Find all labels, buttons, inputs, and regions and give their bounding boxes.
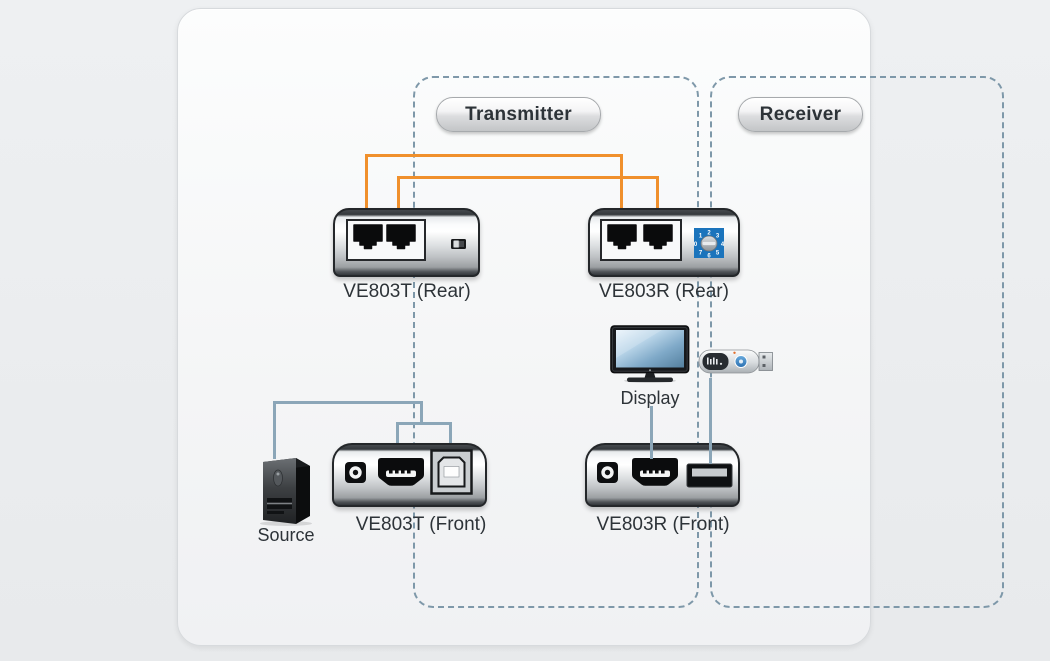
power-jack-icon [345,462,366,483]
display-monitor-icon [610,325,690,388]
ve803t-front-device [332,443,487,507]
ve803r-rear-panel: 0 1 2 3 4 5 6 7 [600,219,725,261]
display-label: Display [620,388,680,408]
usb-flash-drive-icon [698,346,774,383]
svg-text:4: 4 [721,242,725,248]
svg-text:1: 1 [699,234,703,240]
svg-text:0: 0 [694,242,698,248]
hdmi-port-icon [632,458,678,486]
receiver-badge: Receiver [738,97,863,132]
usb-drive-cable [709,378,712,464]
cable-segment [365,154,368,214]
source-label: Source [257,525,315,545]
ve803r-front-panel [597,458,733,488]
ve803r-front-label: VE803R (Front) [596,514,730,535]
ve803r-rear-device: 0 1 2 3 4 5 6 7 [588,208,740,277]
rotary-switch-icon: 0 1 2 3 4 5 6 7 [694,228,725,260]
ve803r-front-device [585,443,740,507]
ve803t-rear-device [333,208,480,277]
cable-segment [620,154,623,214]
transmitter-zone [413,76,699,608]
ve803t-front-panel [345,449,473,495]
power-jack-icon [597,462,618,483]
cable-segment [273,401,276,459]
cable-segment [397,176,400,214]
hdmi-port-icon [378,458,424,486]
svg-text:2: 2 [707,231,711,237]
rj45-port-icon [386,224,416,250]
svg-text:7: 7 [699,251,703,257]
cable-segment [449,422,452,444]
source-pc-icon [257,454,315,531]
svg-text:3: 3 [716,234,720,240]
cable-segment [420,401,423,425]
cable-segment [365,154,623,157]
cable-segment [397,176,659,179]
transmitter-badge: Transmitter [436,97,601,132]
ve803r-rear-label: VE803R (Rear) [599,281,729,302]
rj45-port-icon [643,224,673,250]
ve803t-front-label: VE803T (Front) [355,514,487,535]
rj45-port-icon [353,224,383,250]
usb-a-port-icon [686,463,733,488]
usb-b-port-icon [430,449,473,495]
svg-text:5: 5 [716,251,720,257]
slide-switch-icon [451,239,466,249]
cable-segment [273,401,423,404]
cable-segment [396,422,399,444]
ve803t-rear-panel [346,219,466,261]
ve803t-rear-label: VE803T (Rear) [343,281,471,302]
rj45-port-icon [607,224,637,250]
cable-segment [396,422,452,425]
cable-segment [656,176,659,214]
display-cable [650,406,653,459]
diagram-card: Transmitter Receiver [177,8,1004,646]
svg-text:6: 6 [707,254,711,260]
receiver-zone [710,76,1004,608]
